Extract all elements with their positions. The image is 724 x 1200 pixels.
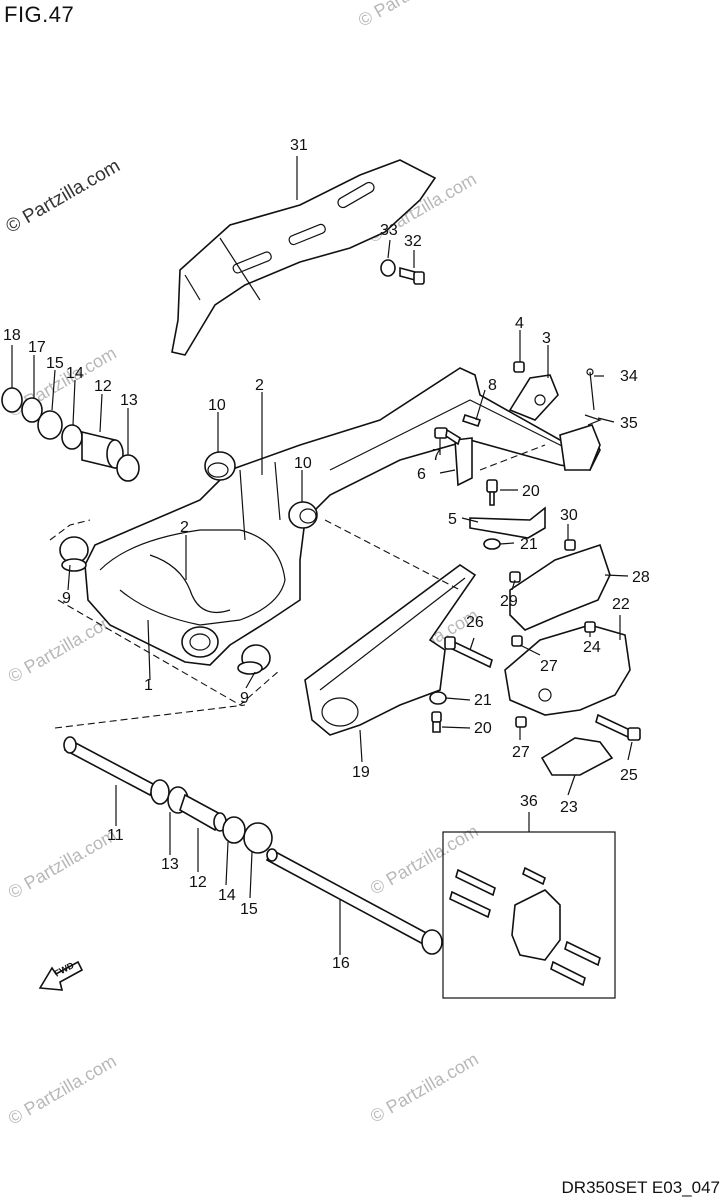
callout-12: 12 [189,874,207,891]
pin-part [586,368,595,411]
bushing-part [237,644,271,675]
callout-15: 15 [240,901,258,918]
callout-5: 5 [448,511,457,528]
pivot-shaft-part [265,848,443,955]
callout-35: 35 [620,415,638,432]
callout-2: 2 [255,377,264,394]
fwd-arrow-icon: FWD [38,960,84,991]
plate-part [454,437,473,487]
callout-9: 9 [240,690,249,707]
washer-part [429,691,447,705]
callout-28: 28 [632,569,650,586]
callout-11: 11 [107,827,124,844]
callout-4: 4 [515,315,524,332]
callout-7: 7 [432,447,441,464]
assembly-outline [49,519,91,541]
seal-part [21,397,43,423]
callout-9: 9 [62,590,71,607]
washer-part [243,822,273,854]
callout-6: 6 [417,466,426,483]
nut-part [515,716,527,728]
kit-box [442,831,616,999]
figure-title: FIG.47 [4,2,75,27]
sleeve-part [179,793,227,832]
callout-14: 14 [218,887,236,904]
bolt-part [584,621,596,633]
bushing-part [59,536,89,572]
bracket-part [559,424,601,471]
callout-10: 10 [294,455,312,472]
callout-29: 29 [500,593,518,610]
callout-1: 1 [144,677,153,694]
callout-13: 13 [120,392,138,409]
callout-26: 26 [466,614,484,631]
callout-33: 33 [380,222,398,239]
washer-part [483,538,501,550]
assembly-outline [479,444,546,471]
callout-8: 8 [488,377,497,394]
callout-19: 19 [352,764,370,781]
bolt-part [434,427,461,446]
assembly-outline [324,519,461,591]
assembly-outline [57,599,281,706]
callout-24: 24 [583,639,601,656]
callout-14: 14 [66,365,84,382]
clip-part [584,414,602,426]
callout-30: 30 [560,507,578,524]
callout-22: 22 [612,596,630,613]
chain-guide-part [504,543,631,716]
bolt-part [513,361,525,373]
leader-lines [11,156,633,955]
callout-10: 10 [208,397,226,414]
washer-part [61,424,83,450]
drawing-code: DR350SET E03_047 [561,1178,720,1197]
bolt-part [431,711,442,733]
bushing-part [204,451,236,481]
callout-12: 12 [94,378,112,395]
callout-36: 36 [520,793,538,810]
bolt-part [595,713,641,741]
swingarm-part [84,367,601,666]
bushing-part [288,501,318,529]
callout-25: 25 [620,767,638,784]
bracket-part [508,374,559,421]
bolt-part [399,266,425,285]
callout-20: 20 [522,483,540,500]
sleeve-part [81,430,124,470]
washer-part [380,259,396,277]
seal-part [1,387,23,413]
bolt-part [444,636,493,669]
assembly-outline [54,704,246,729]
callout-21: 21 [520,536,538,553]
screw-part [461,413,482,428]
chain-case-part [171,159,437,356]
bolt-part [564,539,576,551]
bolt-part [486,479,498,506]
nut-part [511,635,523,647]
callout-18: 18 [3,327,21,344]
bearing-part [150,779,170,805]
callout-34: 34 [620,368,638,385]
callout-32: 32 [404,233,422,250]
washer-part [222,816,246,844]
callout-16: 16 [332,955,350,972]
callout-3: 3 [542,330,551,347]
washer-part [37,410,63,440]
chain-guide-block-part [540,737,614,776]
callout-31: 31 [290,137,308,154]
bearing-part [116,454,140,482]
stay-part [469,506,546,539]
chain-buffer-part [304,564,477,736]
callout-21: 21 [474,692,492,709]
callout-15: 15 [46,355,64,372]
callout-27: 27 [540,658,558,675]
callout-23: 23 [560,799,578,816]
callout-20: 20 [474,720,492,737]
callout-2: 2 [180,519,189,536]
callout-13: 13 [161,856,179,873]
pivot-sleeve-part [63,736,157,797]
callout-27: 27 [512,744,530,761]
callout-17: 17 [28,339,46,356]
